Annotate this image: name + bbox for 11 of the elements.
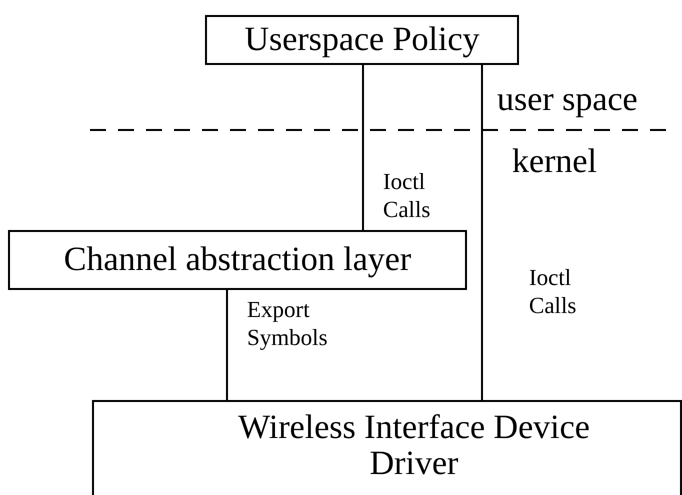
process-box: Wireless Interface Device Driver (92, 400, 682, 495)
process-box: Channel abstraction layer (8, 230, 467, 290)
connector-line (481, 65, 483, 400)
connector-line (226, 290, 228, 400)
connector-line (362, 65, 364, 230)
process-box: Userspace Policy (205, 15, 519, 65)
region-label: user space (497, 80, 638, 120)
edge-label: Ioctl Calls (383, 168, 432, 224)
region-label: kernel (512, 142, 597, 182)
edge-label: Export Symbols (247, 296, 329, 352)
edge-label: Ioctl Calls (529, 264, 578, 320)
